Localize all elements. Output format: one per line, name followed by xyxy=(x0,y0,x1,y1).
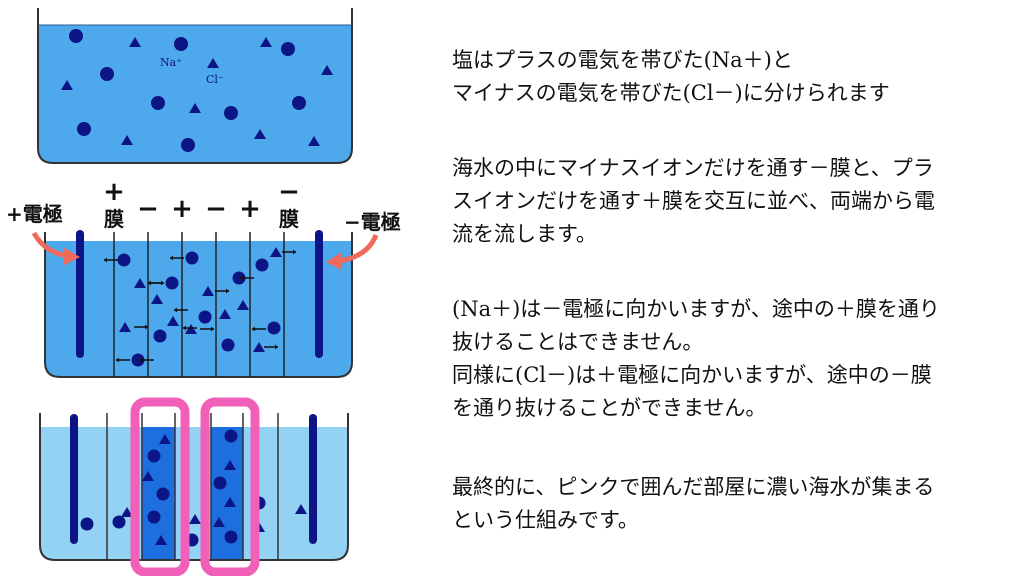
chloride-ion xyxy=(224,497,236,507)
sodium-ion xyxy=(213,476,227,490)
positive-electrode-label: +電極 xyxy=(6,202,63,226)
sodium-ion xyxy=(267,321,281,335)
sodium-ion xyxy=(156,487,170,501)
bottom-tank xyxy=(39,397,349,576)
text-line: スイオンだけを通す＋膜を交互に並べ、両端から電 xyxy=(452,189,935,213)
concentrated-room-highlight xyxy=(200,397,260,576)
membrane-sign: + xyxy=(239,194,261,224)
sodium-ion xyxy=(151,96,165,110)
electrodialysis-diagram: Na⁺ Cl⁻ +電極 −電極 +−+−+−膜膜 xyxy=(6,8,401,576)
sodium-ion xyxy=(292,96,306,110)
membrane-sign: + xyxy=(103,177,125,207)
chloride-ion xyxy=(167,316,179,326)
sodium-ion xyxy=(224,530,238,544)
membrane-label: 膜 xyxy=(103,207,124,231)
sodium-ion xyxy=(77,122,91,136)
chloride-ion xyxy=(213,517,225,527)
sodium-ion xyxy=(147,449,161,463)
chloride-ion xyxy=(295,504,307,514)
sodium-ion xyxy=(255,258,269,272)
chloride-ion xyxy=(61,80,73,90)
text-line: 海水の中にマイナスイオンだけを通す－膜と、プラ xyxy=(452,156,934,180)
text-line: 同様に(Cl－)は＋電極に向かいますが、途中の－膜 xyxy=(452,363,932,387)
positive-electrode xyxy=(76,230,84,358)
sodium-ion xyxy=(131,353,145,367)
chloride-ion xyxy=(253,342,265,352)
text-line: 流を流します。 xyxy=(452,222,597,246)
chloride-ion xyxy=(224,460,236,470)
sodium-ion xyxy=(165,276,179,290)
paragraph-4: 最終的に、ピンクで囲んだ部屋に濃い海水が集まる という仕組みです。 xyxy=(452,471,934,537)
chloride-ion xyxy=(270,247,282,257)
chloride-ion xyxy=(207,58,219,68)
sodium-ion xyxy=(232,271,246,285)
sodium-ion xyxy=(153,329,167,343)
sodium-ion xyxy=(281,42,295,56)
sodium-ion xyxy=(117,253,131,267)
sodium-ion xyxy=(80,517,94,531)
chloride-ion xyxy=(151,294,163,304)
chloride-ion xyxy=(142,471,154,481)
text-line: 抜けることはできません。 xyxy=(452,330,704,354)
sodium-ion xyxy=(185,251,199,265)
text-line: という仕組みです。 xyxy=(452,508,639,532)
chloride-ion xyxy=(159,434,171,444)
membrane-sign: − xyxy=(205,194,227,224)
sodium-ion xyxy=(221,338,235,352)
chloride-ion xyxy=(254,129,266,139)
text-line: (Na＋)は－電極に向かいますが、途中の＋膜を通り xyxy=(452,297,940,321)
chloride-ion xyxy=(134,278,146,288)
chloride-ion xyxy=(189,514,201,524)
concentrated-room-highlight xyxy=(130,397,190,576)
chloride-ion xyxy=(129,37,141,47)
chloride-ion xyxy=(189,103,201,113)
na-ion-label: Na⁺ xyxy=(160,56,182,69)
chloride-ion xyxy=(119,322,131,332)
paragraph-1: 塩はプラスの電気を帯びた(Na＋)と マイナスの電気を帯びた(Cl－)に分けられ… xyxy=(452,44,890,110)
cl-ion-label: Cl⁻ xyxy=(206,73,224,86)
chloride-ion xyxy=(121,135,133,145)
top-tank: Na⁺ Cl⁻ xyxy=(37,8,353,164)
chloride-ion xyxy=(321,65,333,75)
sodium-ion xyxy=(224,106,238,120)
text-line: 塩はプラスの電気を帯びた(Na＋)と xyxy=(452,48,793,72)
negative-electrode xyxy=(315,230,323,358)
sodium-ion xyxy=(181,138,195,152)
sodium-ion xyxy=(147,510,161,524)
negative-electrode-label: −電極 xyxy=(344,210,401,234)
sodium-ion xyxy=(224,429,238,443)
chloride-ion xyxy=(185,324,197,334)
membrane-sign: − xyxy=(278,177,300,207)
membrane-label: 膜 xyxy=(278,207,299,231)
membrane-sign: + xyxy=(171,194,193,224)
sodium-ion xyxy=(174,37,188,51)
right-arrow-icon xyxy=(339,233,379,264)
chloride-ion xyxy=(155,535,167,545)
chloride-ion xyxy=(260,37,272,47)
sodium-ion xyxy=(198,310,212,324)
middle-tank: +電極 −電極 +−+−+−膜膜 xyxy=(6,177,401,378)
text-line: マイナスの電気を帯びた(Cl－)に分けられます xyxy=(452,81,890,105)
sodium-ion xyxy=(69,29,83,43)
chloride-ion xyxy=(202,286,214,296)
membrane-sign: − xyxy=(137,194,159,224)
chloride-ion xyxy=(121,507,133,517)
sodium-ion xyxy=(100,67,114,81)
paragraph-2: 海水の中にマイナスイオンだけを通す－膜と、プラ スイオンだけを通す＋膜を交互に並… xyxy=(452,152,935,251)
sodium-ion xyxy=(112,515,126,529)
paragraph-3: (Na＋)は－電極に向かいますが、途中の＋膜を通り 抜けることはできません。 同… xyxy=(452,293,940,425)
chloride-ion xyxy=(237,300,249,310)
chloride-ion xyxy=(219,309,231,319)
text-line: 最終的に、ピンクで囲んだ部屋に濃い海水が集まる xyxy=(452,475,935,499)
text-line: を通り抜けることができません。 xyxy=(452,396,767,420)
chloride-ion xyxy=(308,136,320,146)
